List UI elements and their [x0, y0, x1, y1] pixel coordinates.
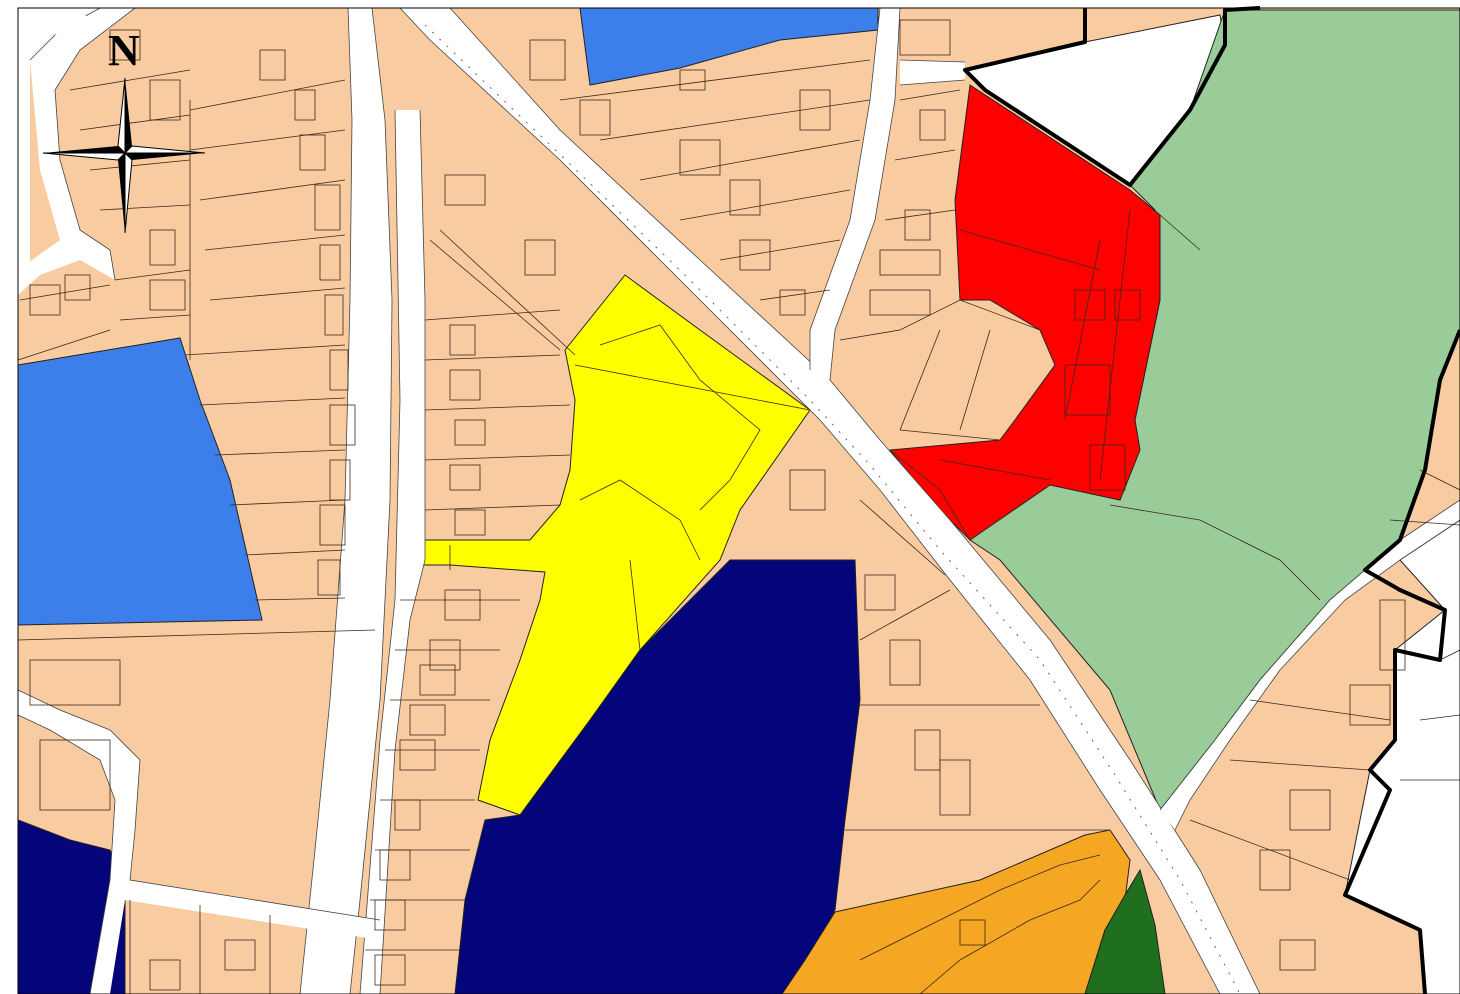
dark-green-zone [1084, 868, 1166, 994]
area-boundary-line [963, 6, 1460, 994]
road-network [17, 7, 1460, 994]
dark-blue-zone-center [454, 559, 861, 994]
parcel-boundaries [17, 19, 1460, 994]
north-label: N [108, 26, 140, 75]
north-arrow-compass-icon [42, 77, 206, 234]
yellow-zone [419, 274, 811, 816]
